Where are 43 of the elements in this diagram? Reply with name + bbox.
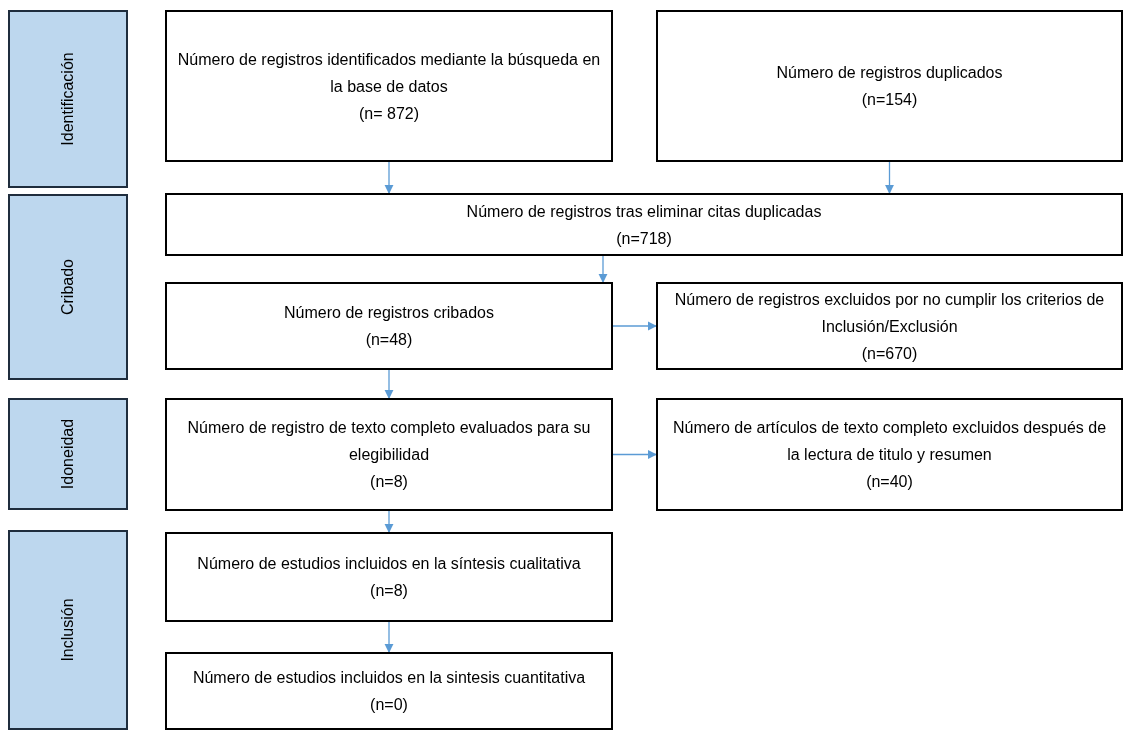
process-box [656,398,1123,511]
arrow [884,161,895,194]
count-text: (n=8) [370,472,408,492]
count-text: (n=718) [616,228,672,249]
stage-band [8,10,128,188]
count-text: (n=670) [861,343,918,364]
arrow [384,621,394,653]
process-box [165,193,1123,256]
stage-label: Idoneidad [58,418,77,490]
process-box [165,398,613,511]
count-text: (n=40) [866,472,913,492]
box-text: Número de registro de texto completo evaluados para su elegibilidad [186,418,592,465]
process-box [165,652,613,730]
box-text: Número de estudios incluidos en la síntesis cualitativa [197,554,581,574]
box-text: Número de registros identificados mediante la búsqueda en la base de datos [176,49,602,97]
process-box [656,282,1123,370]
count-text: (n=154) [861,90,918,110]
stage-label: Inclusión [58,598,77,662]
arrow [612,321,657,331]
count-text: (n=0) [370,695,408,715]
arrow [384,510,394,533]
arrow [598,255,608,283]
process-box [165,282,613,370]
box-text: Número de registros cribados [284,303,494,323]
box-text: Número de registros duplicados [776,63,1003,83]
stage-band [8,194,128,380]
stage-label: Cribado [58,259,77,315]
arrow [384,161,394,194]
process-box [656,10,1123,162]
box-text: Número de estudios incluidos en la sintesis cuantitativa [192,668,586,688]
stage-label: Identificación [58,52,77,146]
count-text: (n=8) [370,581,408,601]
process-box [165,10,613,162]
stage-band [8,398,128,510]
process-box [165,532,613,622]
count-text: (n= 872) [358,103,419,124]
arrow [612,449,657,460]
box-text: Número de registros tras eliminar citas duplicadas [466,201,822,222]
count-text: (n=48) [365,330,413,350]
stage-band [8,530,128,730]
arrow [384,369,394,399]
box-text: Número de artículos de texto completo excluidos después de la lectura de titulo y resumen [671,418,1108,465]
box-text: Número de registros excluidos por no cumplir los criterios de Inclusión/Exclusión [673,289,1106,337]
